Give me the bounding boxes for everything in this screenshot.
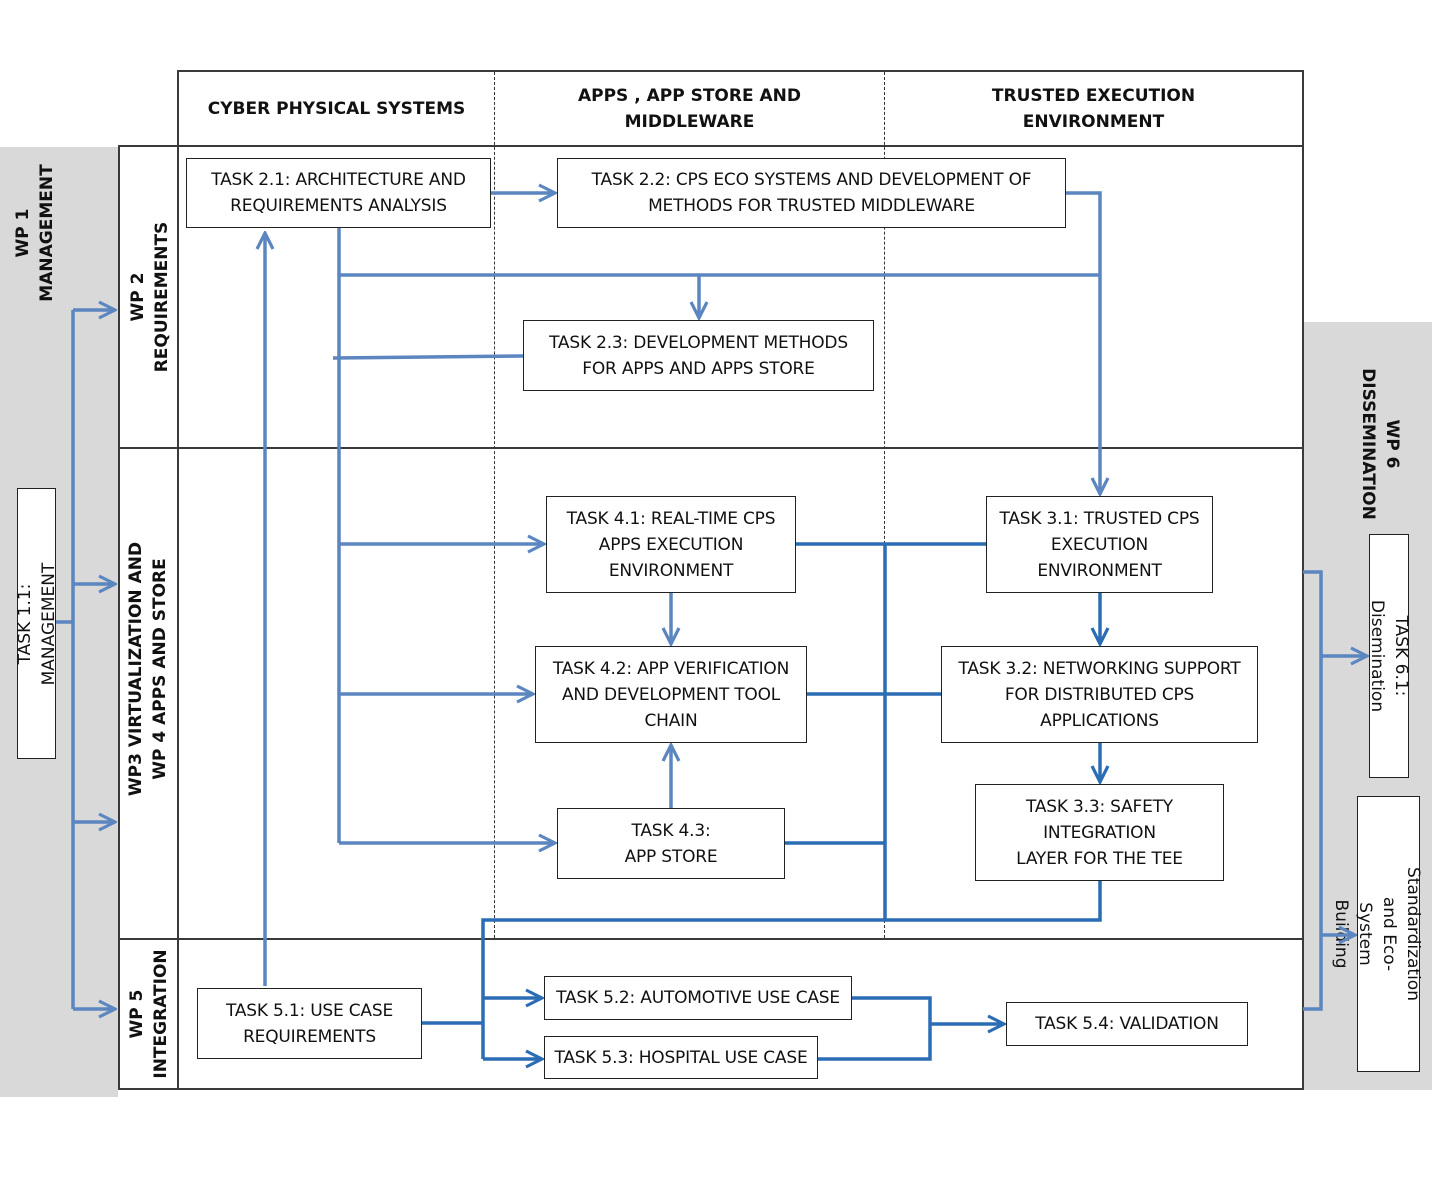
wp6-input-top bbox=[1303, 570, 1323, 1011]
column-divider-2 bbox=[884, 72, 885, 938]
task-4-1-box[interactable]: TASK 4.1: REAL-TIME CPS APPS EXECUTION E… bbox=[546, 496, 796, 593]
task-2-3-box[interactable]: TASK 2.3: DEVELOPMENT METHODS FOR APPS A… bbox=[523, 320, 874, 391]
task-6-1-box[interactable]: TASK 6.1: Disemination bbox=[1367, 534, 1411, 778]
task-2-2-to-3-1 bbox=[1066, 191, 1100, 494]
grid-border-top bbox=[177, 70, 1303, 72]
grid-border-row2 bbox=[118, 447, 1303, 449]
task-3-3-to-wp5 bbox=[481, 881, 1102, 1059]
task-1-1-box[interactable]: TASK 1.1: MANAGEMENT bbox=[15, 488, 59, 759]
column-divider-1 bbox=[494, 72, 495, 938]
wp1-distribution-arrows bbox=[56, 310, 115, 1009]
wp6-arrows bbox=[1303, 570, 1367, 1011]
task-3-2-box[interactable]: TASK 3.2: NETWORKING SUPPORT FOR DISTRIB… bbox=[941, 646, 1258, 743]
task-2-2-box[interactable]: TASK 2.2: CPS ECO SYSTEMS AND DEVELOPMEN… bbox=[557, 158, 1066, 228]
task-3-1-box[interactable]: TASK 3.1: TRUSTED CPS EXECUTION ENVIRONM… bbox=[986, 496, 1213, 593]
task-4-3-box[interactable]: TASK 4.3: APP STORE bbox=[557, 808, 785, 879]
column-header-tee: TRUSTED EXECUTION ENVIRONMENT bbox=[991, 85, 1196, 132]
task-2-1-arrows bbox=[265, 193, 1100, 986]
task-3-3-box[interactable]: TASK 3.3: SAFETY INTEGRATION LAYER FOR T… bbox=[975, 784, 1224, 881]
task-2-3-link bbox=[332, 354, 524, 360]
column-header-cps: CYBER PHYSICAL SYSTEMS bbox=[207, 98, 466, 119]
grid-border-right bbox=[1302, 70, 1304, 1090]
task-2-1-box[interactable]: TASK 2.1: ARCHITECTURE AND REQUIREMENTS … bbox=[186, 158, 491, 228]
task-5-4-box[interactable]: TASK 5.4: VALIDATION bbox=[1006, 1002, 1248, 1046]
tee-integration-arrows bbox=[422, 542, 1102, 1061]
grid-border-header bbox=[118, 145, 1303, 147]
grid-border-label-col bbox=[177, 70, 179, 1090]
task-5-2-box[interactable]: TASK 5.2: AUTOMOTIVE USE CASE bbox=[544, 976, 852, 1020]
grid-border-left bbox=[118, 145, 120, 1090]
grid-border-row3 bbox=[118, 938, 1303, 940]
task-6-2-box[interactable]: TASK 6.2 Standardization and Eco-System … bbox=[1331, 796, 1432, 1072]
grid-border-bottom bbox=[118, 1088, 1303, 1090]
task-5-2-out bbox=[818, 996, 932, 1061]
task-4-2-box[interactable]: TASK 4.2: APP VERIFICATION AND DEVELOPME… bbox=[535, 646, 807, 743]
task-5-1-box[interactable]: TASK 5.1: USE CASE REQUIREMENTS bbox=[197, 988, 422, 1059]
column-header-apps: APPS , APP STORE AND MIDDLEWARE bbox=[577, 85, 802, 132]
task-5-3-box[interactable]: TASK 5.3: HOSPITAL USE CASE bbox=[544, 1036, 818, 1079]
